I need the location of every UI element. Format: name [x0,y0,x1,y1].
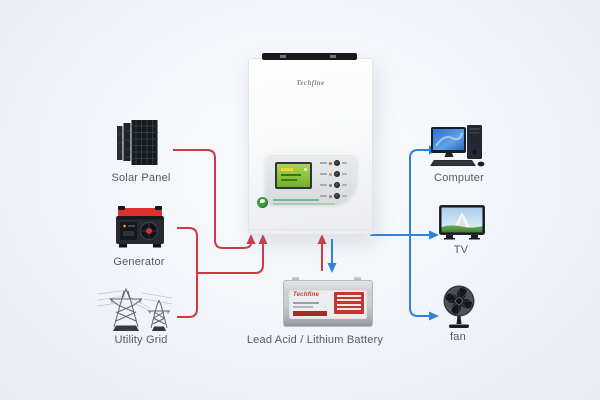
generator-utility-trunk-line [177,227,198,318]
inverter-logo-subtext [273,203,335,205]
inverter-button-row [320,170,347,178]
solar-arrow-icon [246,234,256,244]
trunk-to-inverter-line [197,244,264,274]
inverter-button-row [320,192,347,200]
solar-panel-label: Solar Panel [111,172,171,184]
inverter-to-fan-line [409,235,429,317]
inverter-to-computer-line [409,149,429,235]
battery-charge-arrow-icon [317,234,327,244]
tv-arrow-icon [429,230,439,240]
battery-red-strip [293,311,327,316]
inverter-button [334,171,340,177]
inverter-button-row [320,181,347,189]
generator-icon [113,203,167,249]
inverter-button [334,193,340,199]
fan-icon [441,284,477,330]
tv-icon [439,205,485,241]
inverter-vent-strip [262,53,357,60]
battery-brand: Techfine [293,292,320,298]
inverter-bottom-seam [249,229,372,230]
computer-icon [430,124,486,168]
generator-label: Generator [113,256,165,268]
battery-icon: Techfine [283,277,373,327]
computer-label: Computer [434,172,484,184]
inverter-button-row [320,159,347,167]
fan-arrow-icon [429,311,439,321]
battery-label: Lead Acid / Lithium Battery [246,334,384,346]
inverter-logo-icon [257,197,268,208]
battery-spec-panel [334,292,364,314]
tv-label: TV [453,244,469,256]
inverter-button [334,160,340,166]
inverter-logo-text [273,199,319,201]
fan-label: fan [450,331,466,343]
inverter-brand: Techfine [296,79,325,87]
battery-discharge-arrow-icon [327,263,337,273]
battery-body: Techfine [283,280,373,327]
inverter-lcd-display [275,162,312,189]
inverter-button [334,182,340,188]
solar-to-inverter-line [173,149,252,249]
utility-grid-label: Utility Grid [114,334,168,346]
trunk-arrow-icon [258,234,268,244]
inverter-unit: Techfine [248,53,373,235]
battery-label-sticker: Techfine [289,290,367,319]
source-connectors [173,149,327,318]
utility-grid-icon [98,281,172,333]
solar-panel-icon [116,119,162,169]
inverter-control-panel [266,153,356,203]
